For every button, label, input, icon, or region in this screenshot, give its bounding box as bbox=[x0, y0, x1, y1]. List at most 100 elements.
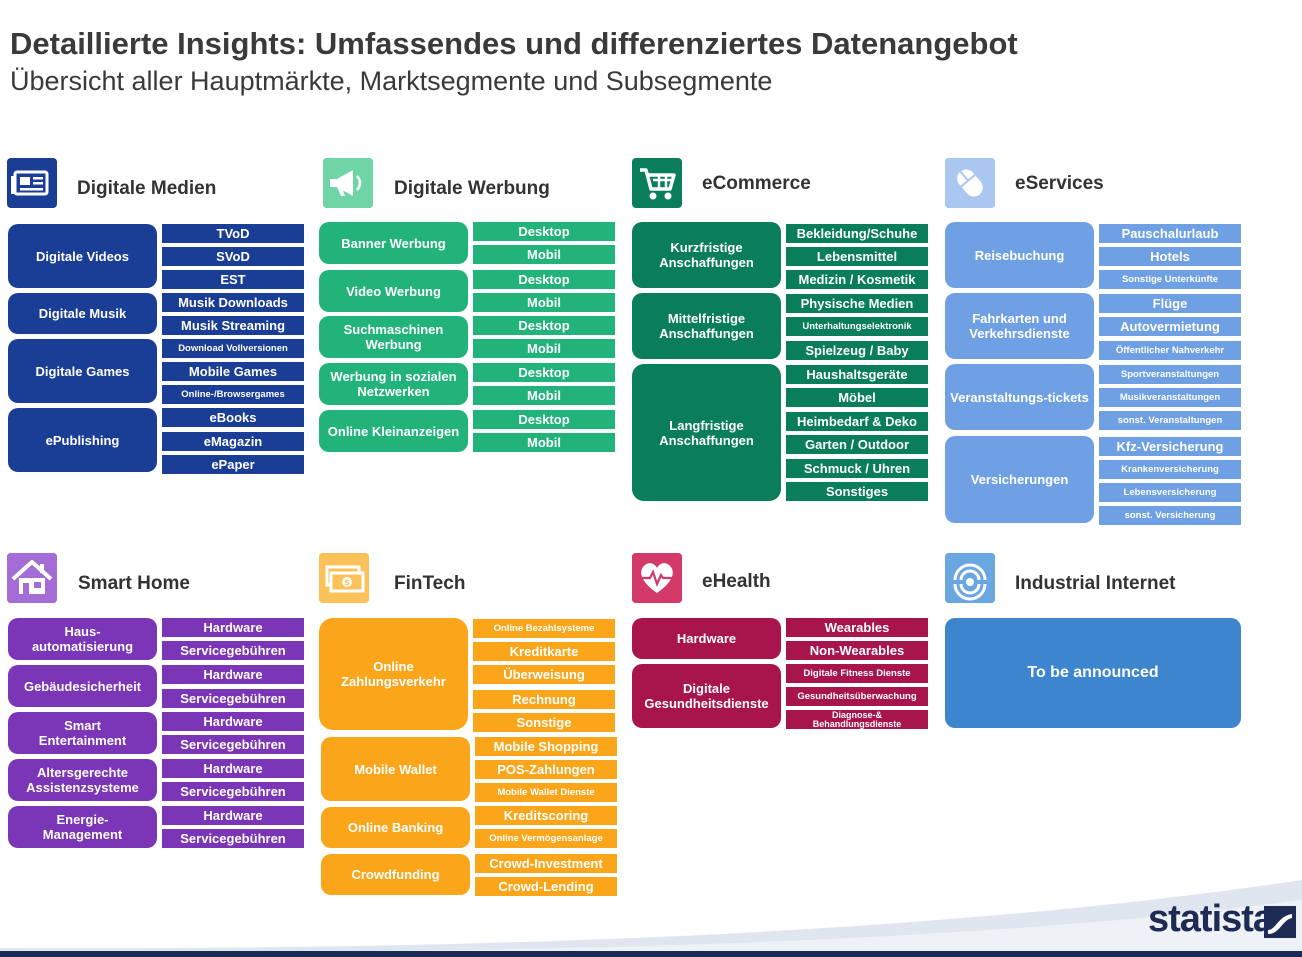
segment-versicherungen: Versicherungen bbox=[945, 436, 1094, 523]
subsegment-lebensversicherung: Lebensversicherung bbox=[1099, 483, 1241, 502]
segment-kurzfristige-anschaffungen: Kurzfristige Anschaffungen bbox=[632, 222, 781, 288]
house-icon bbox=[7, 553, 57, 603]
subsegment-hardware: Hardware bbox=[162, 712, 304, 731]
subsegment-servicegebuehren: Servicegebühren bbox=[162, 782, 304, 801]
segment-digitale-gesundheitsdienste: Digitale Gesundheitsdienste bbox=[632, 664, 781, 728]
subsegment-ueberweisung: Überweisung bbox=[473, 665, 615, 684]
subsegment-sonstiges: Sonstiges bbox=[786, 482, 928, 501]
subsegment-tvod: TVoD bbox=[162, 224, 304, 243]
subsegment-desktop: Desktop bbox=[473, 270, 615, 289]
subsegment-mobile-shopping: Mobile Shopping bbox=[475, 737, 617, 756]
megaphone-icon bbox=[323, 158, 373, 208]
subsegment-download-vollversionen: Download Vollversionen bbox=[162, 339, 304, 358]
subsegment-krankenversicherung: Krankenversicherung bbox=[1099, 460, 1241, 479]
subsegment-hardware: Hardware bbox=[162, 759, 304, 778]
subsegment-kreditkarte: Kreditkarte bbox=[473, 642, 615, 661]
subsegment-sonstige: Sonstige bbox=[473, 713, 615, 732]
segment-crowdfunding: Crowdfunding bbox=[321, 854, 470, 895]
segment-werbung-soziale-netzwerke: Werbung in sozialen Netzwerken bbox=[319, 363, 468, 405]
subsegment-sonst-veranstaltungen: sonst. Veranstaltungen bbox=[1099, 411, 1241, 430]
segment-online-kleinanzeigen: Online Kleinanzeigen bbox=[319, 410, 468, 452]
subsegment-oeffentlicher-nahverkehr: Öffentlicher Nahverkehr bbox=[1099, 341, 1241, 360]
subsegment-moebel: Möbel bbox=[786, 388, 928, 407]
subsegment-mobil: Mobil bbox=[473, 433, 615, 452]
section-title: eServices bbox=[1015, 173, 1104, 194]
subsegment-mobil: Mobil bbox=[473, 245, 615, 264]
section-title: Digitale Medien bbox=[77, 178, 217, 199]
segment-video-werbung: Video Werbung bbox=[319, 270, 468, 312]
subsegment-heimbedarf-deko: Heimbedarf & Deko bbox=[786, 412, 928, 431]
subsegment-lebensmittel: Lebensmittel bbox=[786, 247, 928, 266]
subsegment-digitale-fitness-dienste: Digitale Fitness Dienste bbox=[786, 664, 928, 683]
section-title: Digitale Werbung bbox=[394, 178, 550, 199]
segment-altersgerechte-assistenzsysteme: Altersgerechte Assistenzsysteme bbox=[8, 759, 157, 801]
segment-smart-entertainment: Smart Entertainment bbox=[8, 712, 157, 754]
newspaper-icon bbox=[7, 158, 57, 208]
subsegment-physische-medien: Physische Medien bbox=[786, 294, 928, 313]
subsegment-garten-outdoor: Garten / Outdoor bbox=[786, 435, 928, 454]
subsegment-mobile-games: Mobile Games bbox=[162, 362, 304, 381]
subsegment-unterhaltungselektronik: Unterhaltungselektronik bbox=[786, 317, 928, 336]
subsegment-hardware: Hardware bbox=[162, 618, 304, 637]
subsegment-schmuck-uhren: Schmuck / Uhren bbox=[786, 459, 928, 478]
wireless-signal-icon bbox=[945, 553, 995, 603]
subsegment-mobil: Mobil bbox=[473, 386, 615, 405]
svg-text:$: $ bbox=[344, 578, 350, 587]
statista-logo-icon bbox=[1264, 906, 1296, 938]
statista-logo: statista bbox=[1148, 898, 1274, 940]
computer-mouse-icon bbox=[945, 158, 995, 208]
subsegment-musikveranstaltungen: Musikveranstaltungen bbox=[1099, 388, 1241, 407]
subsegment-mobile-wallet-dienste: Mobile Wallet Dienste bbox=[475, 783, 617, 802]
subsegment-servicegebuehren: Servicegebühren bbox=[162, 735, 304, 754]
segment-online-banking: Online Banking bbox=[321, 807, 470, 848]
shopping-cart-icon bbox=[632, 158, 682, 208]
subsegment-medizin-kosmetik: Medizin / Kosmetik bbox=[786, 270, 928, 289]
subsegment-online-bezahlsysteme: Online Bezahlsysteme bbox=[473, 619, 615, 638]
subsegment-haushaltsgeraete: Haushaltsgeräte bbox=[786, 365, 928, 384]
subsegment-spielzeug-baby: Spielzeug / Baby bbox=[786, 341, 928, 360]
subsegment-online-vermoegensanlage: Online Vermögensanlage bbox=[475, 829, 617, 848]
subsegment-servicegebuehren: Servicegebühren bbox=[162, 829, 304, 848]
subsegment-wearables: Wearables bbox=[786, 618, 928, 637]
segment-online-zahlungsverkehr: Online Zahlungsverkehr bbox=[319, 618, 468, 730]
subsegment-bekleidung-schuhe: Bekleidung/Schuhe bbox=[786, 224, 928, 243]
subsegment-servicegebuehren: Servicegebühren bbox=[162, 689, 304, 708]
segment-langfristige-anschaffungen: Langfristige Anschaffungen bbox=[632, 364, 781, 501]
page-subtitle: Übersicht aller Hauptmärkte, Marktsegmen… bbox=[10, 66, 773, 96]
subsegment-rechnung: Rechnung bbox=[473, 690, 615, 709]
subsegment-pauschalurlaub: Pauschalurlaub bbox=[1099, 224, 1241, 243]
segment-epublishing: ePublishing bbox=[8, 408, 157, 472]
segment-banner-werbung: Banner Werbung bbox=[319, 222, 468, 264]
subsegment-mobil: Mobil bbox=[473, 339, 615, 358]
segment-mobile-wallet: Mobile Wallet bbox=[321, 737, 470, 801]
subsegment-desktop: Desktop bbox=[473, 410, 615, 429]
subsegment-autovermietung: Autovermietung bbox=[1099, 317, 1241, 336]
segment-hausautomatisierung: Haus-automatisierung bbox=[8, 618, 157, 660]
subsegment-kreditscoring: Kreditscoring bbox=[475, 806, 617, 825]
segment-digitale-videos: Digitale Videos bbox=[8, 224, 157, 288]
heart-pulse-icon bbox=[632, 553, 682, 603]
segment-energie-management: Energie-Management bbox=[8, 806, 157, 848]
subsegment-sportveranstaltungen: Sportveranstaltungen bbox=[1099, 365, 1241, 384]
section-title: eCommerce bbox=[702, 173, 811, 194]
segment-hardware: Hardware bbox=[632, 618, 781, 659]
section-title: Smart Home bbox=[78, 573, 190, 594]
subsegment-sonstige-unterkuenfte: Sonstige Unterkünfte bbox=[1099, 270, 1241, 289]
subsegment-hardware: Hardware bbox=[162, 665, 304, 684]
subsegment-crowd-lending: Crowd-Lending bbox=[475, 877, 617, 896]
segment-digitale-games: Digitale Games bbox=[8, 339, 157, 403]
section-title: Industrial Internet bbox=[1015, 573, 1176, 594]
subsegment-gesundheitsueberwachung: Gesundheitsüberwachung bbox=[786, 687, 928, 706]
page-title: Detaillierte Insights: Umfassendes und d… bbox=[10, 26, 1018, 61]
subsegment-crowd-investment: Crowd-Investment bbox=[475, 854, 617, 873]
segment-digitale-musik: Digitale Musik bbox=[8, 293, 157, 334]
subsegment-ebooks: eBooks bbox=[162, 408, 304, 427]
segment-suchmaschinen-werbung: Suchmaschinen Werbung bbox=[319, 316, 468, 358]
section-title: FinTech bbox=[394, 573, 466, 594]
subsegment-non-wearables: Non-Wearables bbox=[786, 641, 928, 660]
subsegment-musik-downloads: Musik Downloads bbox=[162, 293, 304, 312]
footer-swoosh bbox=[0, 880, 1302, 957]
subsegment-hardware: Hardware bbox=[162, 806, 304, 825]
segment-reisebuchung: Reisebuchung bbox=[945, 222, 1094, 288]
subsegment-est: EST bbox=[162, 270, 304, 289]
